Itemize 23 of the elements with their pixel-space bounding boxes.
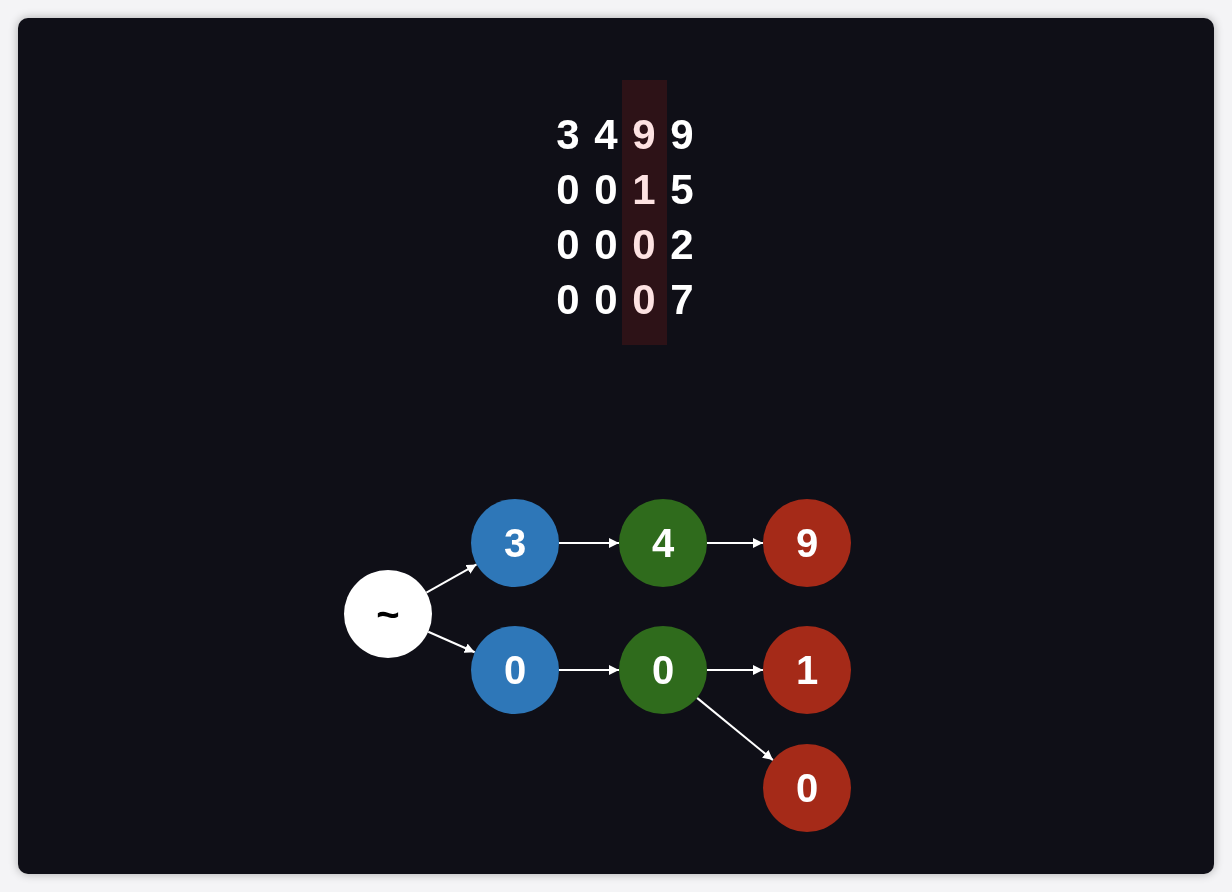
arrow — [427, 630, 476, 654]
digit: 4 — [593, 114, 619, 156]
digit: 0 — [631, 279, 657, 321]
digit: 5 — [669, 169, 695, 211]
digit: 0 — [593, 279, 619, 321]
digit: 0 — [631, 224, 657, 266]
arrow — [706, 538, 764, 548]
digit: 0 — [555, 279, 581, 321]
digit: 9 — [631, 114, 657, 156]
arrow — [558, 665, 620, 675]
arrow — [425, 563, 478, 594]
arrow — [706, 665, 764, 675]
digit: 0 — [555, 169, 581, 211]
digit: 2 — [669, 224, 695, 266]
digit: 0 — [555, 224, 581, 266]
digit: 3 — [555, 114, 581, 156]
digit: 1 — [631, 169, 657, 211]
arrow — [558, 538, 620, 548]
digit: 0 — [593, 169, 619, 211]
digit: 9 — [669, 114, 695, 156]
arrow — [696, 696, 774, 762]
digit: 7 — [669, 279, 695, 321]
digit: 0 — [593, 224, 619, 266]
